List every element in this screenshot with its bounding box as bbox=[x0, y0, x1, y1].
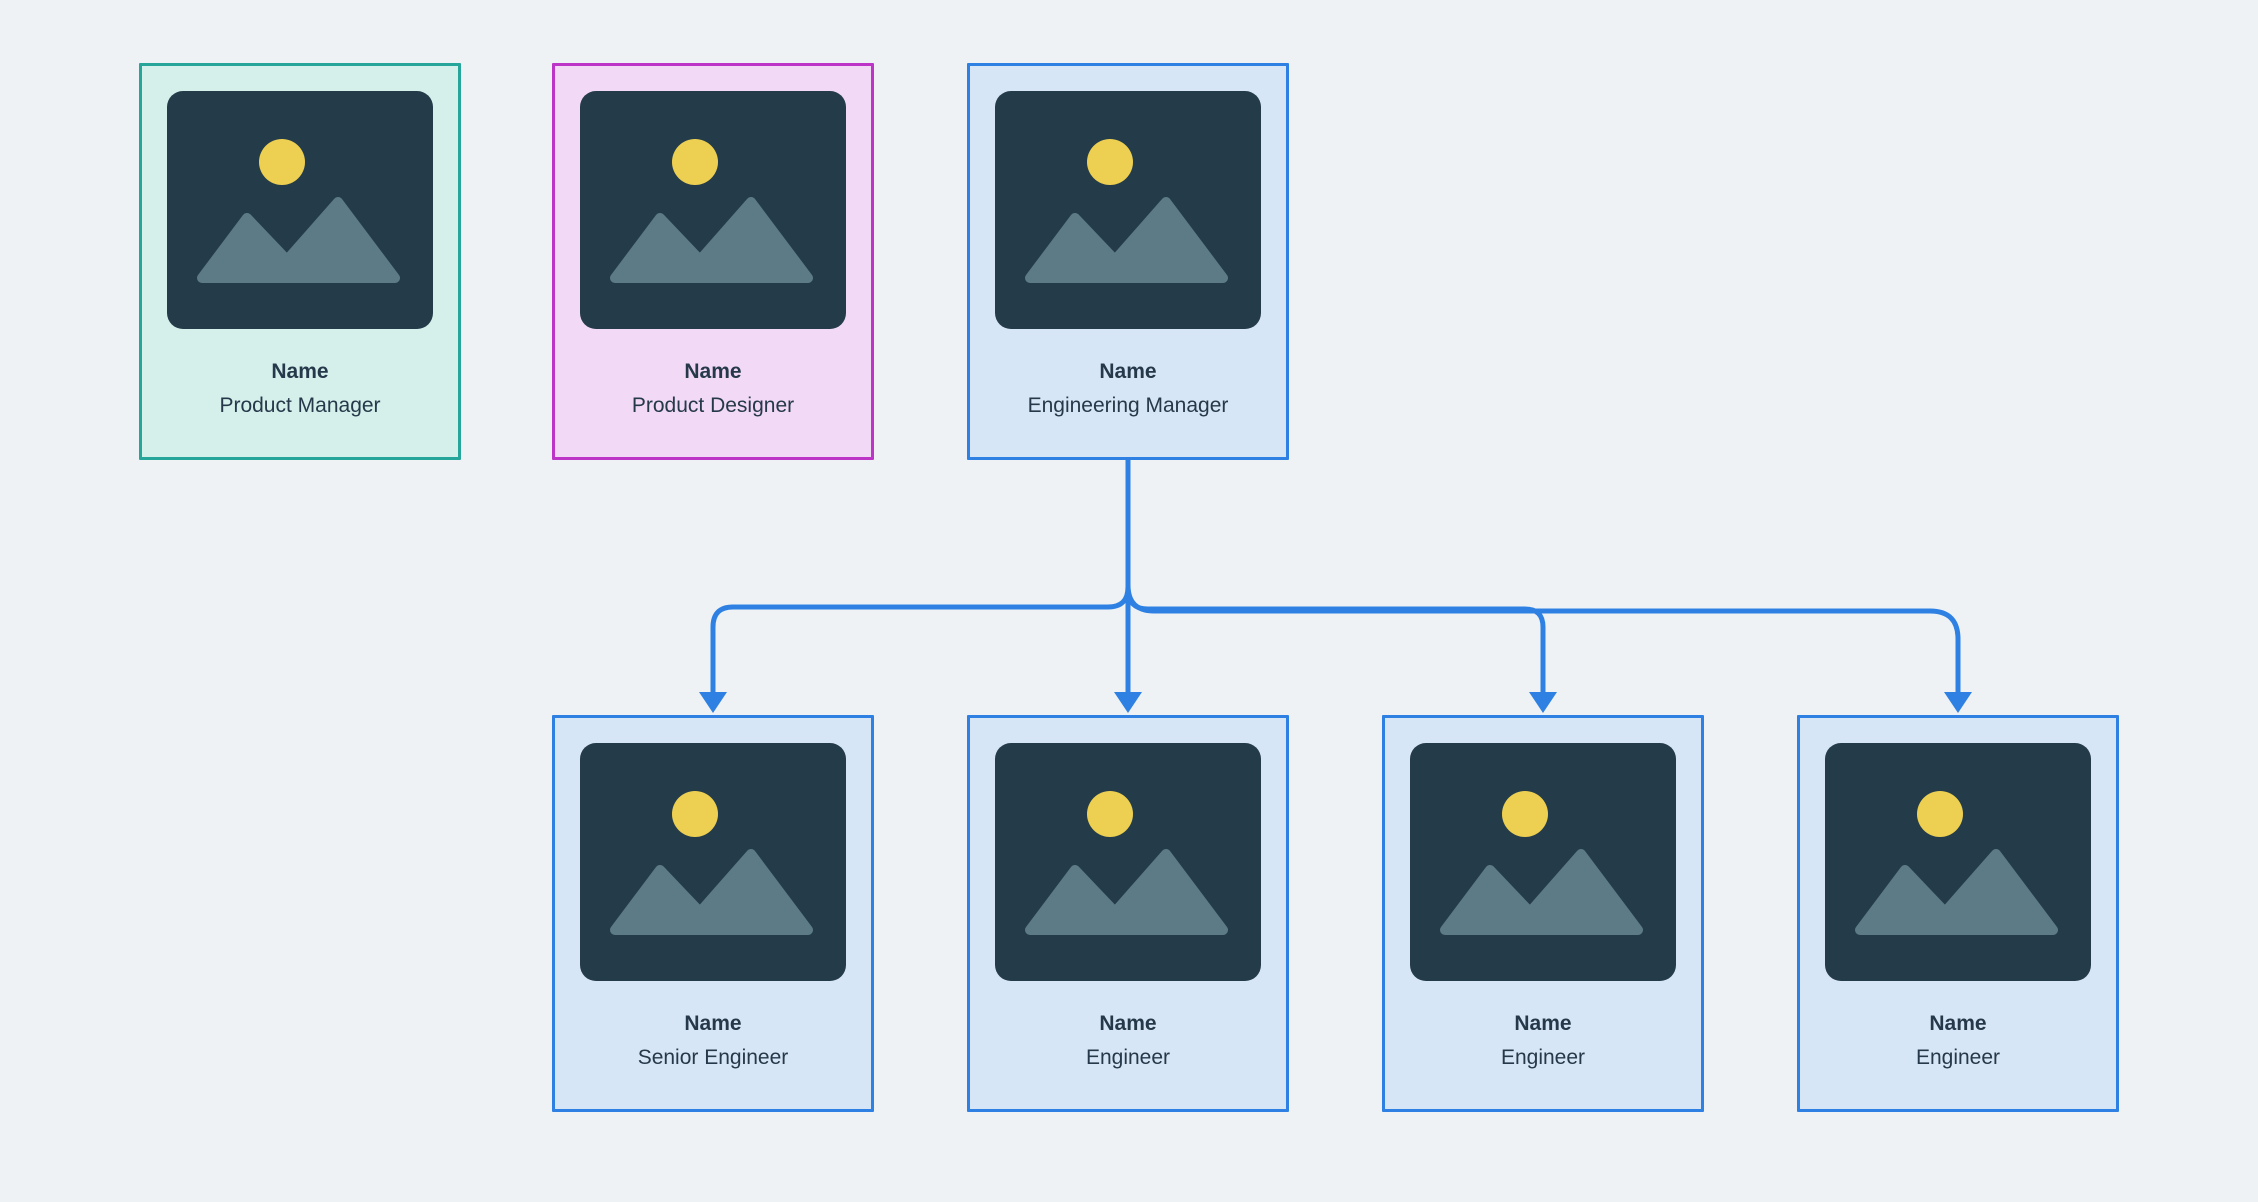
org-card-engineer-3[interactable]: Name Engineer bbox=[1797, 715, 2119, 1112]
mountains-icon bbox=[1025, 197, 1228, 283]
photo-frame bbox=[995, 743, 1261, 981]
image-placeholder-icon bbox=[995, 743, 1261, 981]
org-card-engineer-1[interactable]: Name Engineer bbox=[967, 715, 1289, 1112]
image-placeholder-icon bbox=[1410, 743, 1676, 981]
person-name-label: Name bbox=[1099, 360, 1157, 383]
mountains-icon bbox=[610, 197, 813, 283]
image-placeholder-icon bbox=[580, 91, 846, 329]
arrowhead-down-icon bbox=[699, 692, 727, 713]
image-placeholder-icon bbox=[1825, 743, 2091, 981]
person-role-label: Engineering Manager bbox=[1027, 394, 1229, 417]
person-role-label: Product Designer bbox=[631, 394, 795, 417]
connector-em-to-engineer-3[interactable] bbox=[1125, 457, 1961, 699]
mountains-icon bbox=[1025, 849, 1228, 935]
photo-frame bbox=[1410, 743, 1676, 981]
image-placeholder-icon bbox=[167, 91, 433, 329]
photo-frame bbox=[580, 91, 846, 329]
arrowhead-down-icon bbox=[1529, 692, 1557, 713]
sun-icon bbox=[1087, 139, 1133, 185]
sun-icon bbox=[672, 139, 718, 185]
org-card-senior-engineer[interactable]: Name Senior Engineer bbox=[552, 715, 874, 1112]
sun-icon bbox=[1087, 791, 1133, 837]
photo-frame bbox=[580, 743, 846, 981]
photo-frame bbox=[995, 91, 1261, 329]
sun-icon bbox=[259, 139, 305, 185]
sun-icon bbox=[672, 791, 718, 837]
mountains-icon bbox=[1440, 849, 1643, 935]
person-name-label: Name bbox=[684, 1012, 742, 1035]
org-card-product-designer[interactable]: Name Product Designer bbox=[552, 63, 874, 460]
mountains-icon bbox=[197, 197, 400, 283]
person-role-label: Senior Engineer bbox=[637, 1046, 789, 1069]
person-role-label: Engineer bbox=[1915, 1046, 2001, 1069]
arrowhead-down-icon bbox=[1944, 692, 1972, 713]
connector-em-to-senior-engineer[interactable] bbox=[710, 457, 1131, 699]
person-name-label: Name bbox=[1099, 1012, 1157, 1035]
org-card-product-manager[interactable]: Name Product Manager bbox=[139, 63, 461, 460]
mountains-icon bbox=[1855, 849, 2058, 935]
image-placeholder-icon bbox=[580, 743, 846, 981]
person-role-label: Engineer bbox=[1500, 1046, 1586, 1069]
person-role-label: Engineer bbox=[1085, 1046, 1171, 1069]
photo-frame bbox=[167, 91, 433, 329]
photo-frame bbox=[1825, 743, 2091, 981]
sun-icon bbox=[1502, 791, 1548, 837]
org-card-engineering-manager[interactable]: Name Engineering Manager bbox=[967, 63, 1289, 460]
person-name-label: Name bbox=[1514, 1012, 1572, 1035]
org-card-engineer-2[interactable]: Name Engineer bbox=[1382, 715, 1704, 1112]
person-role-label: Product Manager bbox=[219, 394, 381, 417]
person-name-label: Name bbox=[1929, 1012, 1987, 1035]
connector-em-to-engineer-2[interactable] bbox=[1125, 457, 1546, 699]
person-name-label: Name bbox=[684, 360, 742, 383]
sun-icon bbox=[1917, 791, 1963, 837]
mountains-icon bbox=[610, 849, 813, 935]
person-name-label: Name bbox=[271, 360, 329, 383]
image-placeholder-icon bbox=[995, 91, 1261, 329]
arrowhead-down-icon bbox=[1114, 692, 1142, 713]
